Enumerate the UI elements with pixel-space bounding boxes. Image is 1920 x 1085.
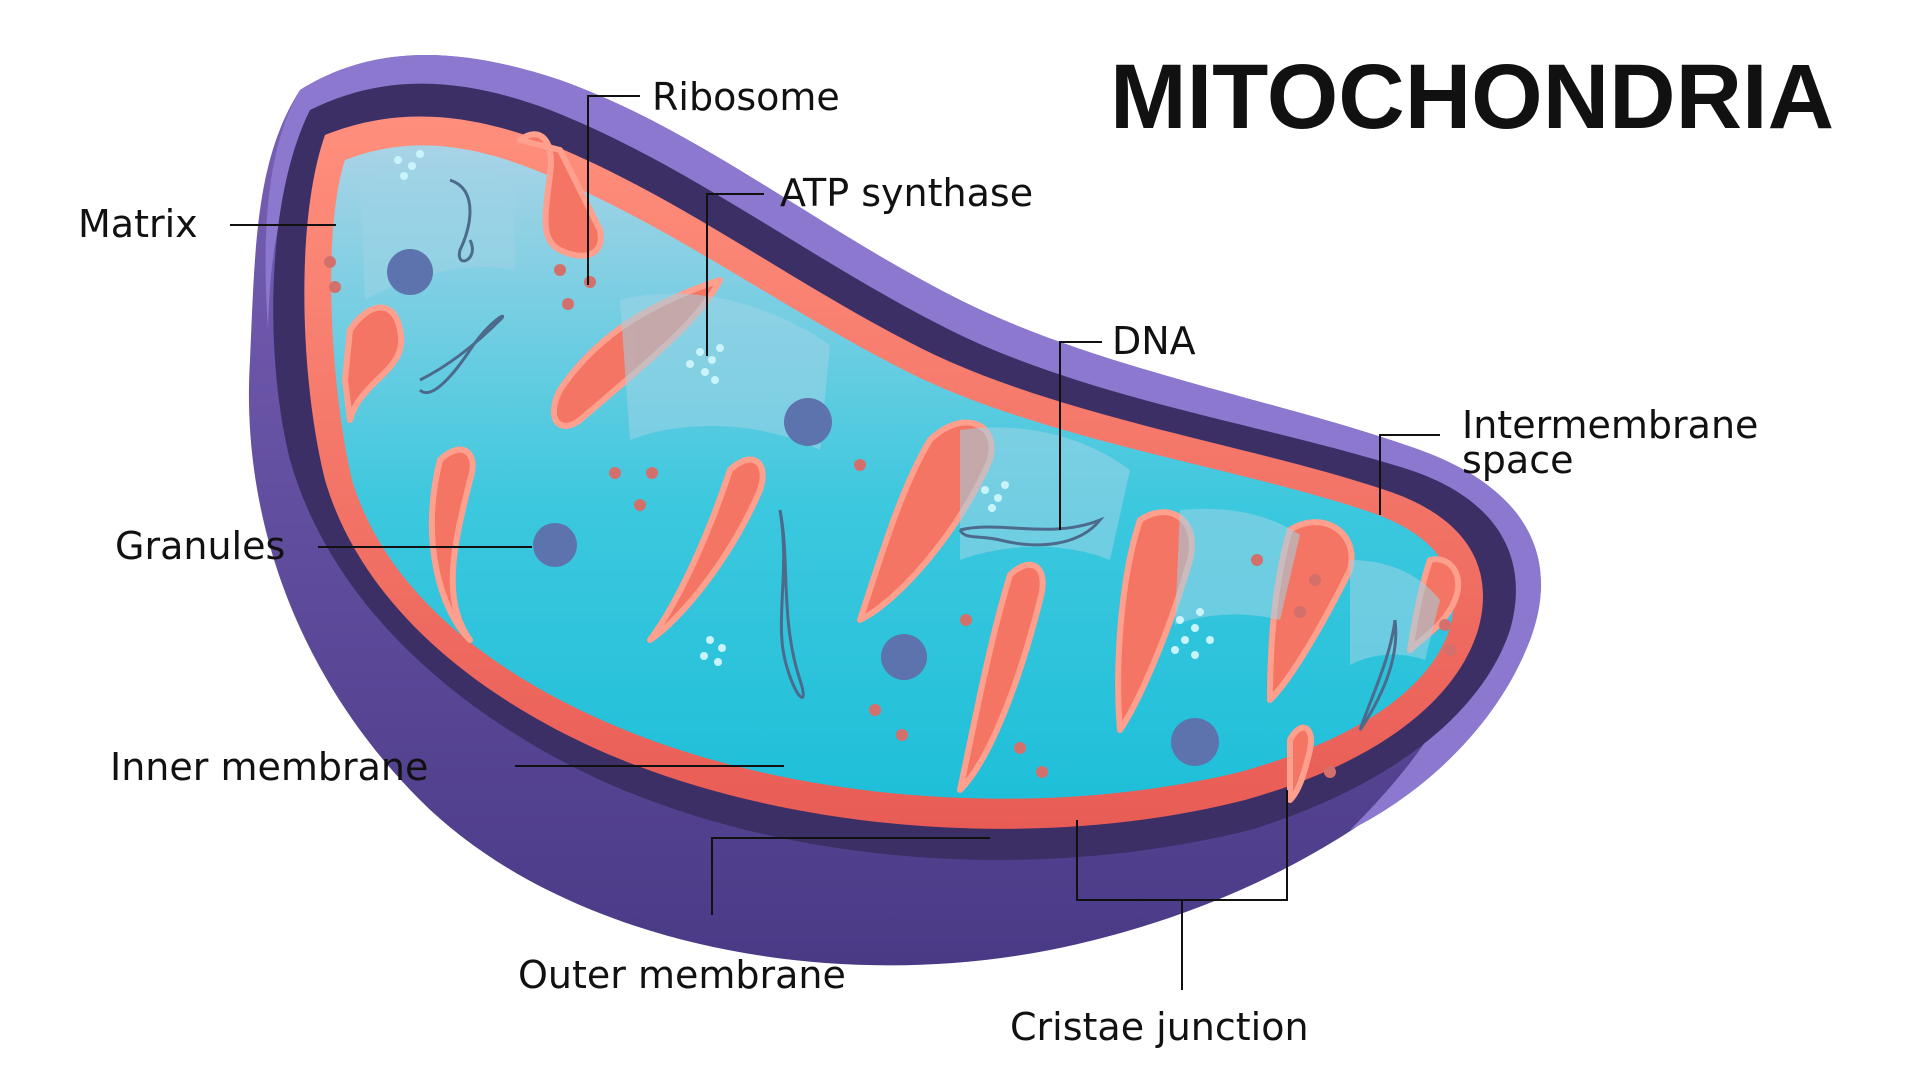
ribosome (324, 256, 336, 268)
granule (533, 523, 577, 567)
ribosome (1439, 619, 1451, 631)
ribosome (854, 459, 866, 471)
dna-strands (418, 178, 1398, 731)
ribosome (869, 704, 881, 716)
ribosome (634, 499, 646, 511)
granule (784, 398, 832, 446)
label-dna: DNA (1112, 319, 1196, 363)
ribosome (1324, 766, 1336, 778)
leader-atp-synthase (706, 193, 764, 356)
ribosome (1036, 766, 1048, 778)
ribosome (584, 276, 596, 288)
label-granules: Granules (115, 524, 285, 568)
diagram-title: MITOCHONDRIA (1110, 46, 1834, 148)
matrix-highlights (360, 167, 1440, 665)
ribosome (1294, 606, 1306, 618)
leader-ribosome (587, 95, 640, 285)
label-matrix: Matrix (78, 202, 198, 246)
leader-lines (230, 95, 1440, 990)
atp-synthase-clusters (394, 150, 1214, 666)
leader-cristae-junction (1076, 790, 1288, 990)
granule (1171, 718, 1219, 766)
ribosome (646, 467, 658, 479)
leader-dna (1059, 341, 1102, 530)
ribosome (554, 264, 566, 276)
label-intermembrane-line1: Intermembrane (1462, 403, 1758, 447)
granules (387, 249, 1219, 766)
ribosomes (324, 256, 1456, 778)
ribosome (562, 298, 574, 310)
matrix-region (331, 145, 1454, 799)
granule (881, 634, 927, 680)
label-intermembrane-line2: space (1462, 438, 1573, 482)
ribosome (329, 281, 341, 293)
ribosome (896, 729, 908, 741)
ribosome (1309, 574, 1321, 586)
label-cristae-junction: Cristae junction (1010, 1005, 1309, 1049)
leader-outer-membrane (711, 837, 990, 915)
ribosome (1014, 742, 1026, 754)
leader-intermembrane (1379, 434, 1440, 515)
ribosome (609, 467, 621, 479)
ribosome (960, 614, 972, 626)
label-atp-synthase: ATP synthase (780, 171, 1033, 215)
label-ribosome: Ribosome (652, 75, 840, 119)
ribosome (1251, 554, 1263, 566)
labels: Ribosome ATP synthase Matrix DNA Interme… (78, 75, 1758, 1049)
label-outer-membrane: Outer membrane (518, 953, 846, 997)
label-inner-membrane: Inner membrane (110, 745, 428, 789)
ribosome (1444, 644, 1456, 656)
granule (387, 249, 433, 295)
